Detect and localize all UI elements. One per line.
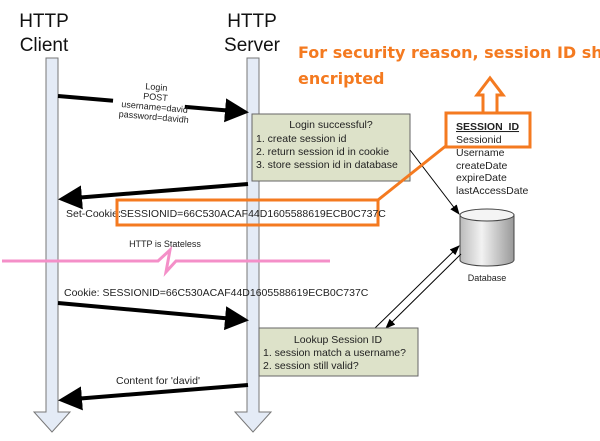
lookup-session-box [258, 327, 419, 377]
login-successful-box [251, 113, 411, 182]
session-field: lastAccessDate [456, 185, 529, 197]
session-field: Username [456, 147, 505, 159]
store-to-database-arrow [409, 149, 460, 215]
cookie-request-label: Cookie: SESSIONID=66C530ACAF44D160558861… [64, 287, 369, 299]
login-request-label: Login POST username=david password=david… [111, 76, 189, 127]
server-title-line1: HTTP [227, 11, 277, 32]
lookup-step: 1. session match a username? [263, 347, 406, 359]
database-label: Database [468, 273, 507, 283]
login-step: 3. store session id in database [256, 159, 398, 171]
database-icon [459, 208, 515, 267]
security-note-line2: encripted [298, 69, 385, 88]
database-to-lookup-arrow [385, 253, 462, 329]
svg-text:Login: Login [145, 81, 168, 93]
client-lifeline [32, 57, 72, 433]
session-field: Sessionid [456, 134, 502, 146]
server-title-line2: Server [224, 35, 281, 56]
stateless-divider [2, 245, 330, 277]
login-step: 2. return session id in cookie [256, 146, 389, 158]
session-table-highlight [444, 111, 532, 149]
security-note-line1: For security reason, session ID should b… [298, 43, 600, 62]
highlight-connector [377, 143, 448, 202]
content-response-arrow [58, 383, 249, 411]
session-field: createDate [456, 160, 508, 172]
lookup-to-database-arrow [374, 245, 460, 329]
client-title-line2: Client [20, 35, 69, 56]
lookup-step: 2. session still valid? [263, 360, 359, 372]
lookup-box-title: Lookup Session ID [294, 334, 383, 346]
session-id-highlight-box [115, 198, 380, 227]
set-cookie-response-arrow [58, 182, 249, 210]
session-field: expireDate [456, 172, 507, 184]
session-table-name: SESSION_ID [456, 121, 519, 133]
login-box-title: Login successful? [289, 119, 373, 131]
content-response-label: Content for 'david' [116, 375, 200, 387]
up-arrow-icon [473, 75, 507, 112]
svg-text:POST: POST [143, 91, 169, 103]
login-step: 1. create session id [256, 133, 347, 145]
cookie-request-arrow [57, 301, 249, 331]
set-cookie-label: Set-Cookie: [66, 208, 121, 220]
client-title-line1: HTTP [19, 11, 69, 32]
stateless-label: HTTP is Stateless [129, 239, 201, 249]
set-cookie-value: SESSIONID=66C530ACAF44D1605588619ECB0C73… [120, 208, 386, 220]
